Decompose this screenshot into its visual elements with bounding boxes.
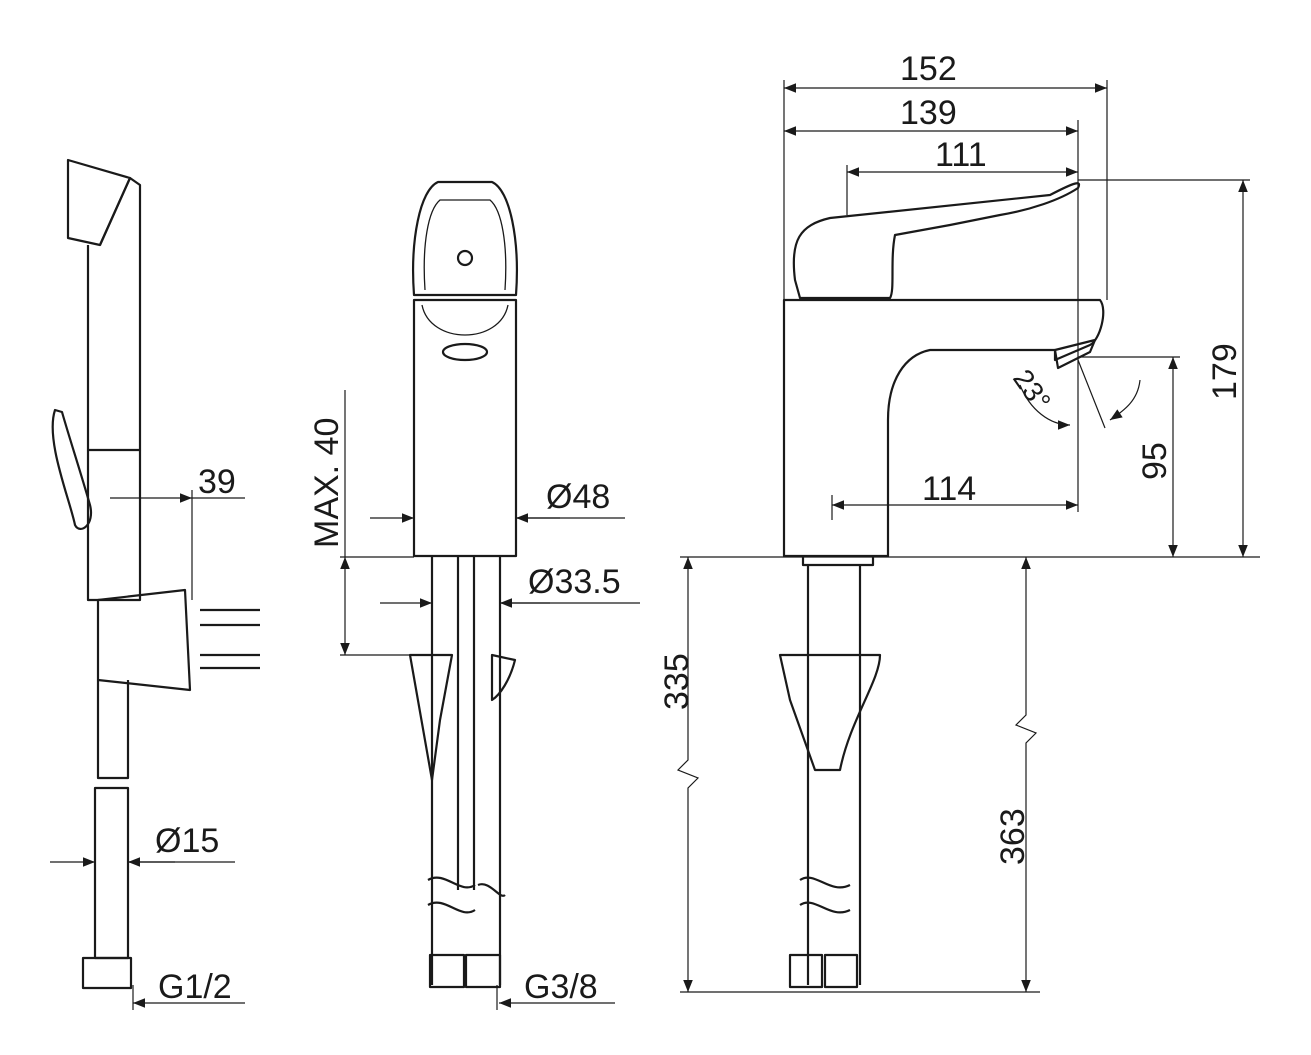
dim-max-deck: MAX. 40: [308, 418, 346, 548]
side-profile-view: [778, 182, 1105, 989]
dim-hole-diameter: Ø33.5: [528, 563, 621, 601]
dim-hose-diameter: Ø15: [155, 822, 219, 860]
dim-height-overall: 179: [1206, 343, 1244, 400]
dim-hose-thread: G1/2: [158, 968, 232, 1006]
profile-dimensions: 152 139 111 179 95 114 23° 335 363: [658, 50, 1260, 993]
dim-spout-angle: 23°: [1007, 364, 1057, 416]
dim-side-offset: 39: [198, 463, 236, 501]
front-dimensions: MAX. 40 Ø48 Ø33.5 G3/8: [308, 390, 640, 1010]
dim-spout-height: 95: [1136, 442, 1174, 480]
dim-body-diameter: Ø48: [546, 478, 610, 516]
side-dimensions: 39 Ø15 G1/2: [50, 463, 245, 1010]
dim-handle-length: 111: [935, 136, 987, 174]
dim-connector-thread: G3/8: [524, 968, 598, 1006]
dim-hose-length: 335: [658, 653, 696, 710]
dim-width-overall: 152: [900, 50, 957, 88]
dim-spout-reach: 114: [922, 470, 976, 508]
front-view: [408, 180, 518, 989]
side-view-hand-shower: [51, 158, 260, 990]
dim-connector-length: 363: [994, 808, 1032, 865]
dim-width-handle: 139: [900, 94, 957, 132]
